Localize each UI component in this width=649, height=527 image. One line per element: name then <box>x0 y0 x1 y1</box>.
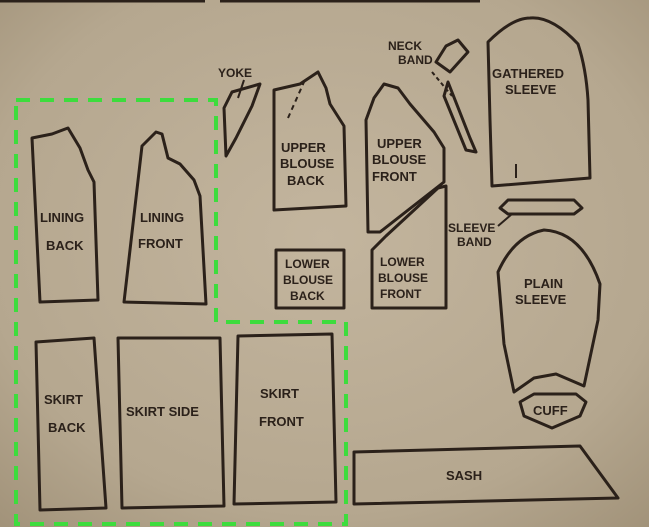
skirt-front-label-line2: FRONT <box>259 414 304 429</box>
skirt-side-piece: SKIRT SIDE <box>116 336 226 510</box>
upper-blouse-front-label-line1: UPPER <box>377 136 422 151</box>
lining-front-label-line2: FRONT <box>138 236 183 251</box>
skirt-side-label: SKIRT SIDE <box>126 404 199 419</box>
lower-blouse-back-piece: LOWER BLOUSE BACK <box>274 248 346 310</box>
lining-back-label-line2: BACK <box>46 238 84 253</box>
gathered-sleeve-piece: GATHERED SLEEVE <box>486 16 592 188</box>
skirt-front-label-line1: SKIRT <box>260 386 299 401</box>
cuff-label: CUFF <box>533 403 568 418</box>
lining-back-piece: LINING BACK <box>30 126 100 304</box>
neck-band-label-line2: BAND <box>398 53 433 67</box>
upper-blouse-back-label-line3: BACK <box>287 173 325 188</box>
highlight-outline <box>14 98 348 526</box>
sash-piece: SASH <box>352 444 620 506</box>
neck-band-piece: NECK BAND <box>388 38 478 154</box>
sash-label: SASH <box>446 468 482 483</box>
sleeve-band-label-line1: SLEEVE <box>448 221 495 235</box>
upper-blouse-front-label-line3: FRONT <box>372 169 417 184</box>
gathered-sleeve-label-line1: GATHERED <box>492 66 564 81</box>
plain-sleeve-piece: PLAIN SLEEVE <box>496 228 602 394</box>
lower-blouse-back-label-line3: BACK <box>290 289 325 303</box>
sleeve-band-label-line2: BAND <box>457 235 492 249</box>
lining-front-label-line1: LINING <box>140 210 184 225</box>
lower-blouse-back-label-line1: LOWER <box>285 257 330 271</box>
lining-back-label-line1: LINING <box>40 210 84 225</box>
lower-blouse-front-label-line2: BLOUSE <box>378 271 428 285</box>
upper-blouse-back-label-line2: BLOUSE <box>280 156 335 171</box>
plain-sleeve-label-line2: SLEEVE <box>515 292 567 307</box>
plain-sleeve-label-line1: PLAIN <box>524 276 563 291</box>
upper-blouse-front-piece: UPPER BLOUSE FRONT <box>364 82 446 234</box>
yoke-piece: YOKE <box>218 66 262 158</box>
gathered-sleeve-label-line2: SLEEVE <box>505 82 557 97</box>
skirt-back-label-line2: BACK <box>48 420 86 435</box>
skirt-back-piece: SKIRT BACK <box>34 336 108 512</box>
lower-blouse-back-label-line2: BLOUSE <box>283 273 333 287</box>
yoke-label: YOKE <box>218 66 252 80</box>
lining-front-piece: LINING FRONT <box>122 130 208 306</box>
upper-blouse-back-label-line1: UPPER <box>281 140 326 155</box>
lower-blouse-front-label-line1: LOWER <box>380 255 425 269</box>
upper-blouse-back-piece: UPPER BLOUSE BACK <box>272 70 348 212</box>
cuff-piece: CUFF <box>518 392 588 430</box>
sleeve-band-piece: SLEEVE BAND <box>448 198 584 249</box>
lower-blouse-front-piece: LOWER BLOUSE FRONT <box>370 184 448 310</box>
upper-blouse-front-label-line2: BLOUSE <box>372 152 427 167</box>
neck-band-label-line1: NECK <box>388 39 422 53</box>
skirt-back-label-line1: SKIRT <box>44 392 83 407</box>
skirt-front-piece: SKIRT FRONT <box>232 332 338 506</box>
lower-blouse-front-label-line3: FRONT <box>380 287 422 301</box>
